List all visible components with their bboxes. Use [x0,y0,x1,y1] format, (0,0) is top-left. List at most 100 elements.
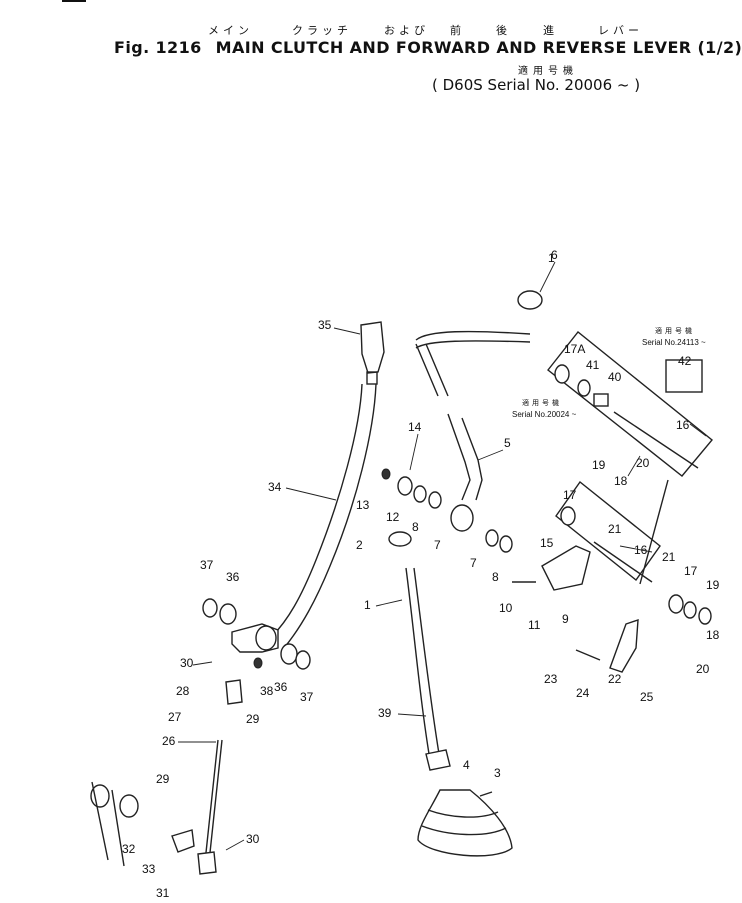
callout-9: 9 [562,612,569,626]
callout-4: 4 [463,758,470,772]
block [593,393,609,407]
callout-27: 27 [168,710,182,724]
callout-28: 28 [176,684,190,698]
note-jp: 適用号機 [655,328,695,335]
nut [381,468,391,480]
washer [683,601,697,619]
washer [428,491,442,509]
forward-reverse-lever [405,567,441,761]
callout-7: 7 [434,538,441,552]
leader-lines [178,261,707,851]
leader [689,423,707,437]
callout-19: 19 [592,458,606,472]
corner-mark [62,0,86,2]
seal [295,650,311,670]
rod-end [197,851,217,875]
callout-30: 30 [180,656,194,670]
lever-knob [388,531,412,547]
callout-21: 21 [608,522,622,536]
rod [204,739,223,863]
callout-41: 41 [586,358,600,372]
callout-20: 20 [636,456,650,470]
callout-18b: 18 [706,628,720,642]
bolt-shanks [479,581,601,797]
note-jp: 適用号機 [522,400,562,407]
applicability-jp: 適用号機 [518,66,578,77]
callout-6: 6 [551,248,558,262]
callout-19b: 19 [706,578,720,592]
jp-word: および [384,24,429,37]
nut [698,607,712,625]
callout-42: 42 [678,354,692,368]
bracket-plate [541,545,591,591]
leader [409,433,419,471]
callout-2: 2 [356,538,363,552]
lever-boss [450,504,474,532]
leader [285,487,337,501]
leader [477,449,504,461]
serial-range: ( D60S Serial No. 20006 ~ ) [432,76,641,94]
bent-lever [447,413,483,501]
bushing [219,603,237,625]
washer [485,529,499,547]
shaft-body [91,781,125,867]
callout-17a: 17A [564,342,586,356]
washer [413,485,427,503]
callout-35: 35 [318,318,332,332]
shaft-end [119,794,139,818]
lower-lever [609,619,639,673]
jp-word: メイン [208,24,253,37]
callout-38: 38 [260,684,274,698]
callout-10: 10 [499,601,513,615]
leader [619,545,653,553]
callout-26: 26 [162,734,176,748]
leader [375,599,403,607]
figure-caption: MAIN CLUTCH AND FORWARD AND REVERSE LEVE… [215,38,742,57]
note-serial: Serial No.20024 ~ [512,410,577,419]
callout-11: 11 [528,618,541,632]
callout-7b: 7 [470,556,477,570]
lever-upper [415,330,531,397]
main-lever-knob [360,321,385,374]
callout-25: 25 [640,690,654,704]
callout-18: 18 [614,474,628,488]
spring [639,479,669,585]
callout-29: 29 [246,712,260,726]
boot-folds [421,809,507,836]
callout-30b: 30 [246,832,260,846]
callout-32: 32 [122,842,136,856]
leader [397,713,427,717]
jp-word: クラッチ [292,24,352,37]
callout-36b: 36 [274,680,288,694]
leader [539,261,556,293]
jp-word: 前 [450,24,465,37]
knob-neck [366,371,378,385]
grease-fitting [253,657,263,669]
callout: 1 [548,251,555,265]
callout-12: 12 [386,510,400,524]
lever-knob [517,290,543,310]
callouts: 1 [548,251,555,265]
callout-17: 17 [563,488,577,502]
leader [627,455,641,477]
inset-box-mid [555,480,661,582]
leader [192,661,213,666]
note-serial: Serial No.24113 ~ [642,338,706,347]
joint [668,594,684,614]
callout-14: 14 [408,420,422,434]
callout-31: 31 [156,886,170,900]
japanese-title: メイン クラッチ および 前 後 進 レバー [0,22,726,42]
figure-number: Fig. 1216 [114,38,202,57]
figure-title: Fig. 1216 MAIN CLUTCH AND FORWARD AND REV… [114,38,742,57]
callout-37: 37 [200,558,214,572]
leader [333,327,361,335]
parts-diagram: 1 [90,251,713,875]
callout-21b: 21 [662,550,676,564]
callout-29b: 29 [156,772,170,786]
seal [202,598,218,618]
bolt [554,364,570,384]
callout-22: 22 [608,672,622,686]
callout-5: 5 [504,436,511,450]
jp-word: 後 [496,24,511,37]
callout-13: 13 [356,498,370,512]
